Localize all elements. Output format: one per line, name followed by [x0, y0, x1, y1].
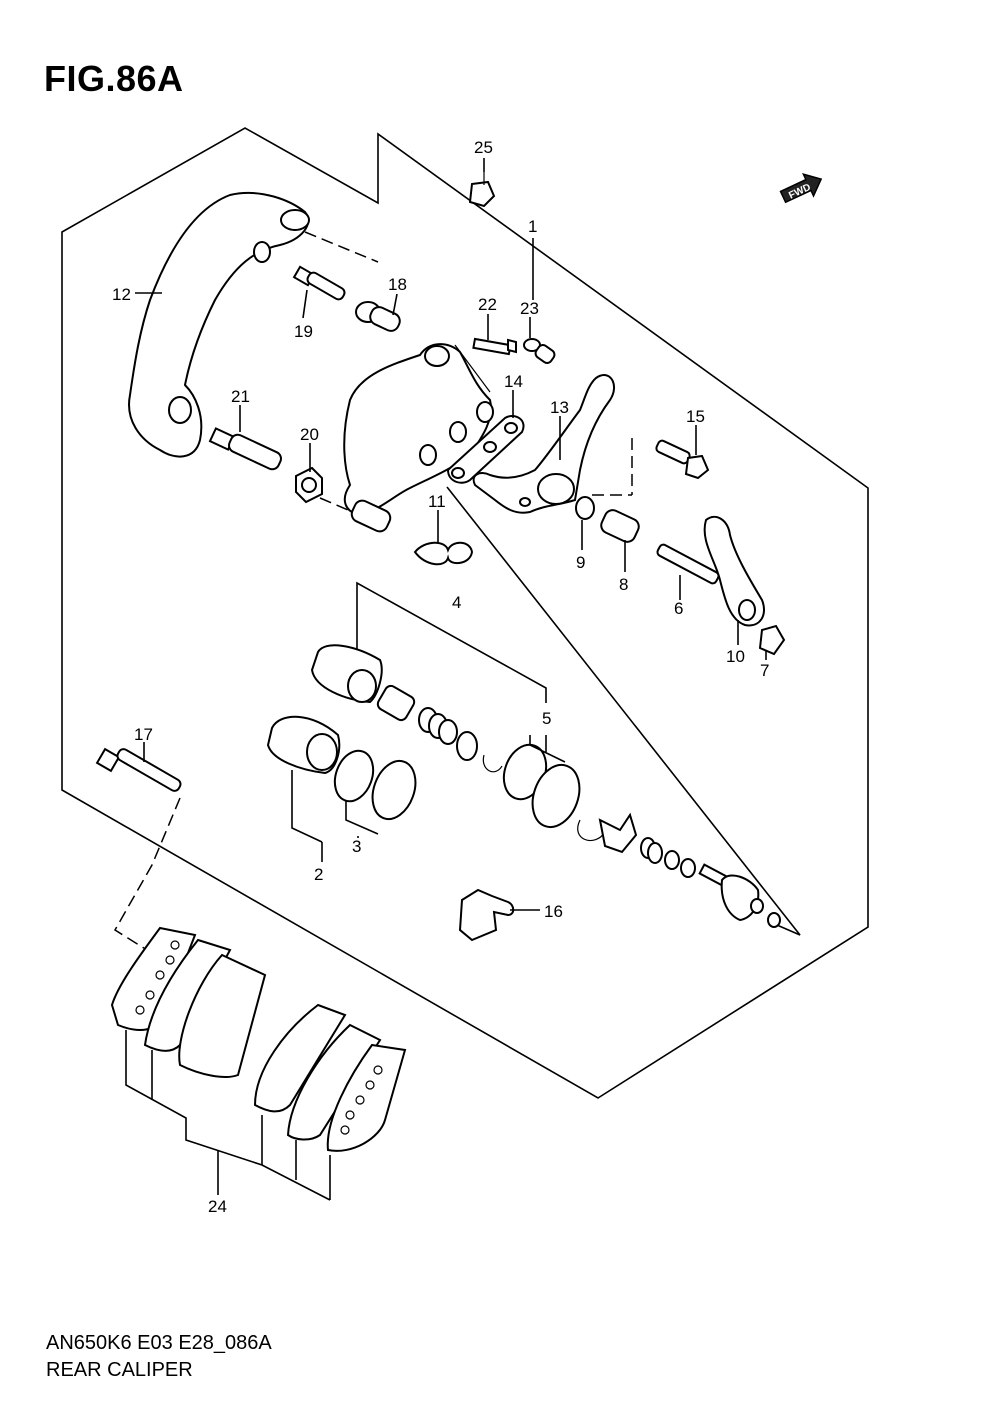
- part-20-boot: [295, 466, 323, 504]
- part-7-nut: [758, 624, 786, 656]
- part-22-bleeder: [472, 337, 517, 356]
- pin-alignment-line: [113, 797, 181, 956]
- callout-22: 22: [478, 295, 497, 314]
- callout-6: 6: [674, 599, 683, 618]
- part-23-cap: [523, 338, 556, 364]
- part-12-caliper-bracket: [128, 191, 379, 458]
- callout-25: 25: [474, 138, 493, 157]
- part-9-o-ring: [575, 496, 595, 520]
- callout-7: 7: [760, 661, 769, 680]
- callout-labels: 1 2 3 4 5 6 7 8 9 10 11 12 13 14 15 16 1…: [112, 138, 769, 1216]
- callout-10: 10: [726, 647, 745, 666]
- part-14-plate: [446, 414, 525, 484]
- part-24-pad-set: [110, 926, 407, 1201]
- diagram-code: AN650K6 E03 E28_086A: [46, 1332, 272, 1354]
- callout-20: 20: [300, 425, 319, 444]
- group-5-bracket: [529, 735, 566, 763]
- callout-13: 13: [550, 398, 569, 417]
- group-2-bracket: [291, 770, 323, 843]
- assembly-axis-line: [446, 486, 801, 936]
- part-11-spring: [413, 541, 474, 566]
- callout-2: 2: [314, 865, 323, 884]
- fwd-label: FWD: [787, 182, 812, 202]
- assembly-boundary: [61, 127, 869, 1099]
- callout-9: 9: [576, 553, 585, 572]
- part-10-lever: [703, 515, 765, 627]
- callout-4: 4: [452, 593, 461, 612]
- callout-18: 18: [388, 275, 407, 294]
- part-5-seal-outer: [531, 764, 581, 828]
- callout-24: 24: [208, 1197, 227, 1216]
- part-16-clip: [458, 888, 515, 942]
- part-4-piston: [310, 644, 383, 704]
- part-6-shaft: [656, 543, 720, 585]
- assembly-name: REAR CALIPER: [46, 1359, 193, 1381]
- part-13-arm: [472, 374, 633, 514]
- callout-11: 11: [428, 492, 446, 511]
- fwd-arrow: FWD: [779, 173, 823, 204]
- part-18-guide: [355, 301, 401, 332]
- callout-12: 12: [112, 285, 131, 304]
- group-4-bracket: [356, 581, 547, 703]
- callout-23: 23: [520, 299, 539, 318]
- callout-1: 1: [528, 217, 537, 236]
- part-17-pin: [95, 747, 182, 792]
- part-2-piston: [266, 715, 341, 775]
- group-3-bracket: [345, 800, 379, 835]
- part-19-pin: [292, 265, 346, 301]
- callout-5: 5: [542, 709, 551, 728]
- callout-8: 8: [619, 575, 628, 594]
- part-25-bolt: [411, 150, 496, 208]
- callout-17: 17: [134, 725, 153, 744]
- callout-3: 3: [352, 837, 361, 856]
- part-15-bolt: [655, 439, 710, 480]
- figure-title: FIG.86A: [44, 58, 184, 99]
- part-21-pin: [208, 427, 282, 471]
- callout-19: 19: [294, 322, 313, 341]
- internal-mechanism: [376, 684, 781, 928]
- part-8-adjuster: [600, 509, 640, 543]
- part-3-seal-outer: [371, 759, 417, 821]
- callout-21: 21: [231, 387, 250, 406]
- callout-15: 15: [686, 407, 705, 426]
- leader-lines: [135, 158, 767, 1195]
- caliper-body: [319, 343, 494, 533]
- part-3-seal-inner: [333, 749, 375, 803]
- callout-16: 16: [544, 902, 563, 921]
- callout-14: 14: [504, 372, 523, 391]
